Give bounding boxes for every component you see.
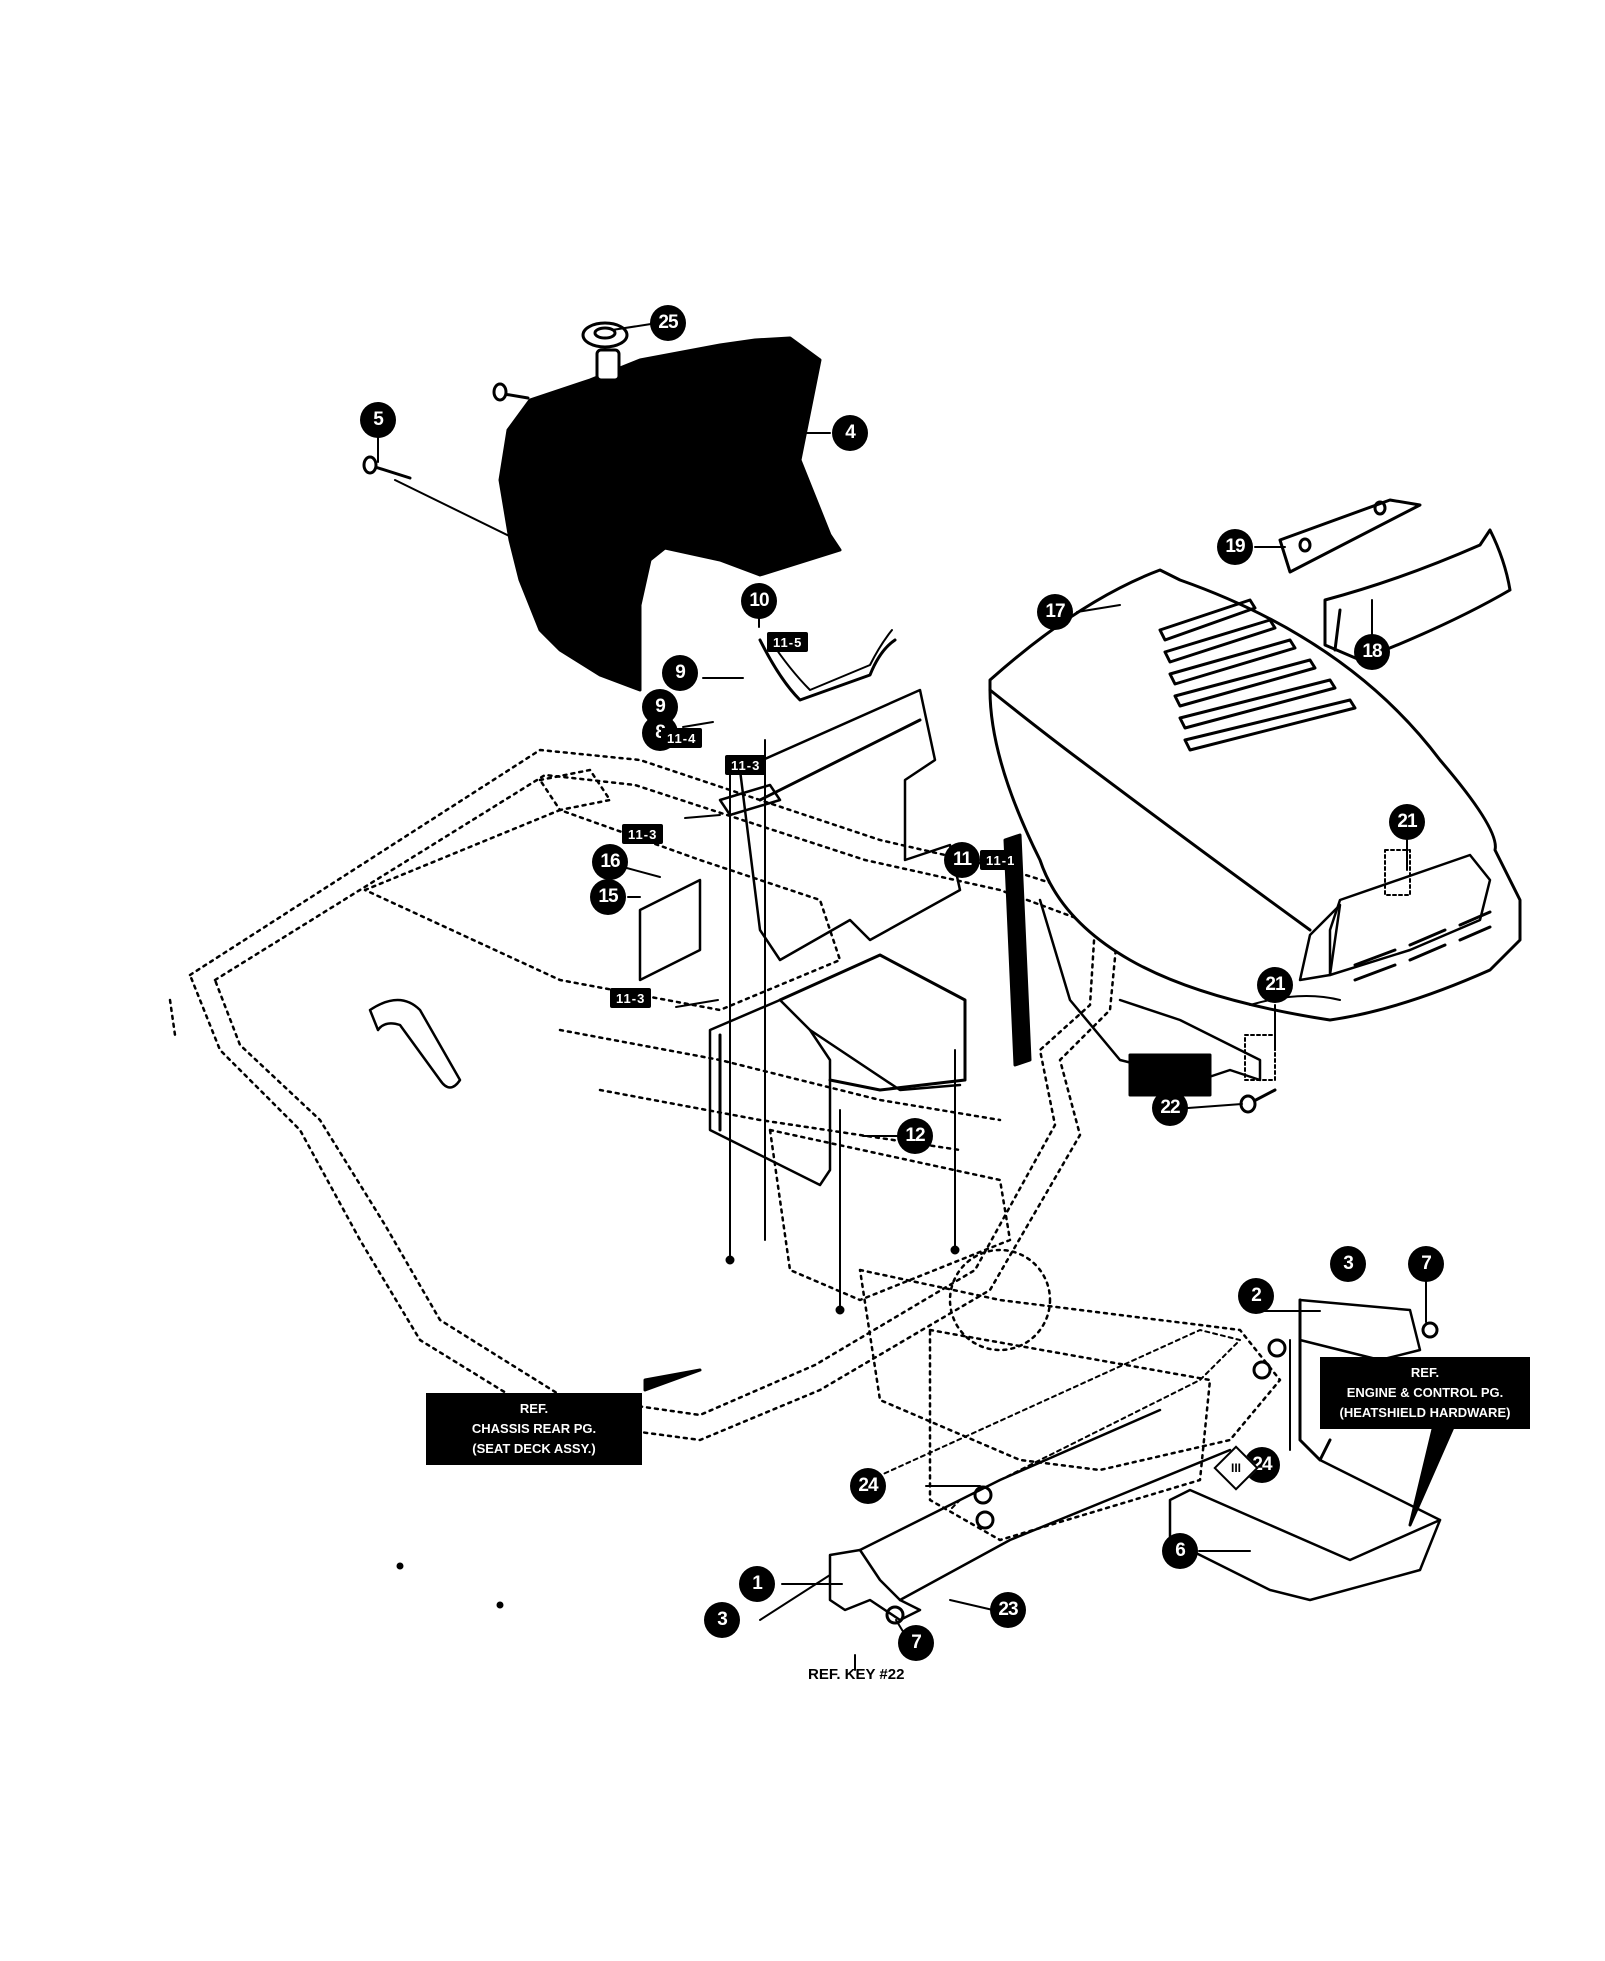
hood	[988, 568, 1522, 1022]
mounting-plate	[1278, 498, 1422, 574]
callout-19[interactable]: 19	[1217, 529, 1253, 565]
callout-23[interactable]: 23	[990, 1592, 1026, 1628]
ref-engine-line1: REF.	[1410, 1365, 1440, 1380]
callout-12[interactable]: 12	[897, 1118, 933, 1154]
ref-pointer-chassis	[643, 1368, 702, 1392]
callout-11[interactable]: 11	[944, 842, 980, 878]
sublabel-11-3-upper[interactable]: 11-3	[622, 824, 664, 844]
callout-17[interactable]: 17	[1037, 594, 1073, 630]
callout-6[interactable]: 6	[1162, 1533, 1198, 1569]
callout-5[interactable]: 5	[360, 402, 396, 438]
sublabel-11-5[interactable]: 11-5	[767, 632, 809, 652]
callout-21-lower[interactable]: 21	[1257, 967, 1293, 1003]
sublabel-11-3-lower[interactable]: 11-3	[610, 988, 652, 1008]
diamond-marker-label: III	[1230, 1461, 1241, 1475]
sublabel-11-4[interactable]: 11-4	[661, 728, 703, 748]
fuel-tank	[498, 336, 842, 692]
callout-10[interactable]: 10	[741, 583, 777, 619]
ref-chassis-line3: (SEAT DECK ASSY.)	[472, 1441, 596, 1456]
axle-bracket-left	[828, 1548, 922, 1622]
ref-engine-control[interactable]: REF. ENGINE & CONTROL PG. (HEATSHIELD HA…	[1320, 1357, 1530, 1429]
callout-1[interactable]: 1	[739, 1566, 775, 1602]
chassis-frame	[168, 748, 1282, 1542]
ref-engine-line2: ENGINE & CONTROL PG.	[1346, 1385, 1504, 1400]
callout-7-right[interactable]: 7	[1408, 1246, 1444, 1282]
axle-bracket-right	[1298, 1298, 1422, 1362]
step-plate	[1168, 1488, 1442, 1602]
callout-2[interactable]: 2	[1238, 1278, 1274, 1314]
ref-engine-line3: (HEATSHIELD HARDWARE)	[1339, 1405, 1511, 1420]
callout-22[interactable]: 22	[1152, 1090, 1188, 1126]
engine	[1003, 833, 1032, 1067]
ref-chassis-line2: CHASSIS REAR PG.	[471, 1421, 597, 1436]
callout-15[interactable]: 15	[590, 879, 626, 915]
dash-panel	[738, 688, 962, 962]
ref-chassis-rear[interactable]: REF. CHASSIS REAR PG. (SEAT DECK ASSY.)	[426, 1393, 642, 1465]
ref-chassis-line1: REF.	[519, 1401, 549, 1416]
callout-4[interactable]: 4	[832, 415, 868, 451]
callout-7-left[interactable]: 7	[898, 1625, 934, 1661]
ref-key-22: REF. KEY #22	[808, 1666, 905, 1683]
steering-support	[708, 998, 832, 1187]
sublabel-11-2[interactable]: 11-3	[725, 755, 767, 775]
callout-25[interactable]: 25	[650, 305, 686, 341]
callout-16[interactable]: 16	[592, 844, 628, 880]
callout-18[interactable]: 18	[1354, 634, 1390, 670]
callout-24-left[interactable]: 24	[850, 1468, 886, 1504]
hood-vents	[1158, 598, 1357, 752]
callout-9-upper[interactable]: 9	[662, 655, 698, 691]
callout-3-right[interactable]: 3	[1330, 1246, 1366, 1282]
bumper	[1323, 528, 1512, 662]
sublabel-11-1[interactable]: 11-1	[980, 850, 1022, 870]
callout-3-left[interactable]: 3	[704, 1602, 740, 1638]
callout-21-upper[interactable]: 21	[1389, 804, 1425, 840]
